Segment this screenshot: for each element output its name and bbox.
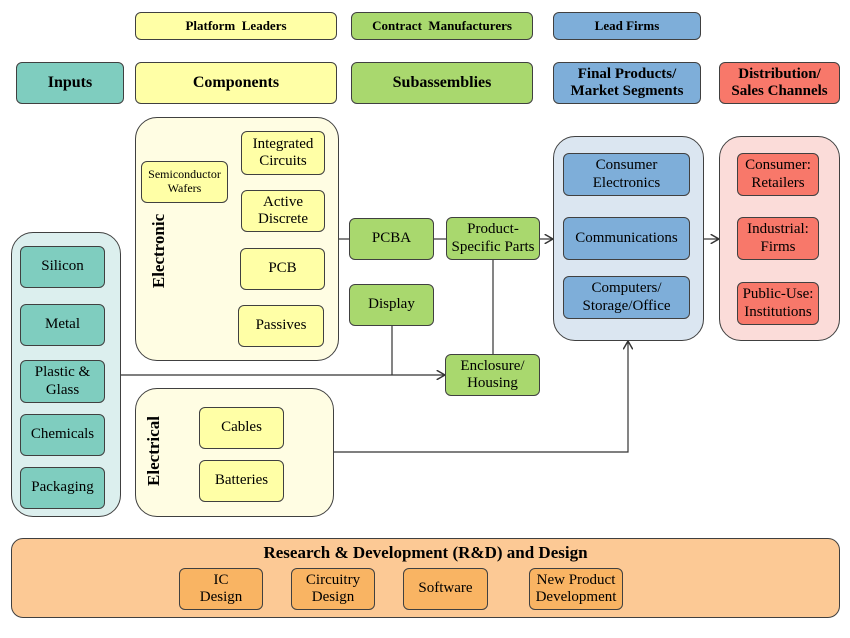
header-final-products-line1: Final Products/ — [577, 65, 677, 82]
public-use-line1: Public-Use: — [742, 286, 814, 303]
computers-line2: Storage/Office — [582, 297, 671, 314]
enclosure-line2: Housing — [467, 375, 518, 391]
pcb: PCB — [240, 248, 325, 290]
public-use-line2: Institutions — [744, 303, 812, 320]
input-metal: Metal — [20, 304, 105, 346]
input-chemicals: Chemicals — [20, 414, 105, 456]
consumer-electronics: Consumer Electronics — [563, 153, 690, 196]
consumer-retailers-line2: Retailers — [751, 174, 805, 191]
communications: Communications — [563, 217, 690, 260]
product-specific-parts: Product- Specific Parts — [446, 217, 540, 260]
semiconductor-wafers: Semiconductor Wafers — [141, 161, 228, 203]
input-metal-label: Metal — [45, 316, 80, 333]
semiconductor-line2: Wafers — [167, 181, 202, 195]
product-specific-line2: Specific Parts — [451, 238, 535, 255]
header-components-label: Components — [192, 73, 280, 91]
input-plastic-label: Plastic & — [34, 364, 91, 381]
rnd-circuitry-line2: Design — [311, 589, 355, 605]
integrated-circuits: Integrated Circuits — [241, 131, 325, 175]
electrical-label: Electrical — [144, 416, 163, 486]
header-distribution-line1: Distribution/ — [738, 65, 821, 82]
rnd-circuitry-design: Circuitry Design — [291, 568, 375, 610]
legend-lead-firms-label: Lead Firms — [594, 17, 660, 33]
header-distribution: Distribution/ Sales Channels — [719, 62, 840, 104]
header-inputs-label: Inputs — [47, 73, 93, 91]
active-line2: Discrete — [258, 211, 308, 227]
input-silicon-label: Silicon — [41, 258, 84, 275]
legend-contract-manufacturers-label: Contract Manufacturers — [372, 17, 512, 33]
rnd-npd-line1: New Product — [536, 571, 616, 588]
rnd-software-label: Software — [418, 580, 473, 597]
industrial-firms-line2: Firms — [760, 238, 796, 255]
active-discrete: Active Discrete — [241, 190, 325, 232]
rnd-circuitry-line1: Circuitry — [305, 571, 361, 588]
batteries: Batteries — [199, 460, 284, 502]
pcba-label: PCBA — [371, 230, 412, 247]
header-distribution-line2: Sales Channels — [731, 83, 828, 99]
rnd-new-product-development: New Product Development — [529, 568, 623, 610]
batteries-label: Batteries — [214, 472, 269, 489]
consumer-retailers: Consumer: Retailers — [737, 153, 819, 196]
rnd-title: Research & Development (R&D) and Design — [263, 543, 588, 562]
pcb-label: PCB — [268, 260, 297, 277]
communications-label: Communications — [575, 229, 678, 246]
rnd-npd-line2: Development — [535, 589, 617, 605]
computers-storage-office: Computers/ Storage/Office — [563, 276, 690, 319]
pcba: PCBA — [349, 218, 434, 260]
passives-label: Passives — [255, 317, 307, 334]
header-subassemblies-label: Subassemblies — [392, 73, 492, 91]
enclosure-housing: Enclosure/ Housing — [445, 354, 540, 396]
header-subassemblies: Subassemblies — [351, 62, 533, 104]
header-components: Components — [135, 62, 337, 104]
legend-platform-leaders-label: Platform Leaders — [185, 17, 287, 33]
consumer-electronics-line2: Electronics — [592, 174, 661, 191]
header-final-products: Final Products/ Market Segments — [553, 62, 701, 104]
rnd-ic-line2: Design — [199, 589, 243, 605]
industrial-firms-line1: Industrial: — [747, 221, 809, 238]
active-line1: Active — [263, 193, 303, 210]
input-silicon: Silicon — [20, 246, 105, 288]
display-label: Display — [368, 296, 415, 313]
computers-line1: Computers/ — [591, 280, 662, 297]
legend-contract-manufacturers: Contract Manufacturers — [351, 12, 533, 40]
input-packaging: Packaging — [20, 467, 105, 509]
cables-label: Cables — [221, 419, 262, 436]
rnd-ic-design: IC Design — [179, 568, 263, 610]
cables: Cables — [199, 407, 284, 449]
enclosure-line1: Enclosure/ — [460, 357, 525, 374]
ic-line2: Circuits — [259, 153, 307, 169]
rnd-software: Software — [403, 568, 488, 610]
legend-lead-firms: Lead Firms — [553, 12, 701, 40]
semiconductor-line1: Semiconductor — [148, 167, 221, 182]
ic-line1: Integrated — [252, 135, 314, 152]
product-specific-line1: Product- — [467, 221, 519, 238]
header-inputs: Inputs — [16, 62, 124, 104]
consumer-electronics-line1: Consumer — [595, 157, 658, 174]
electronic-label: Electronic — [149, 213, 168, 289]
public-use-institutions: Public-Use: Institutions — [737, 282, 819, 325]
input-plastic-glass: Plastic & Glass — [20, 360, 105, 403]
display: Display — [349, 284, 434, 326]
input-packaging-label: Packaging — [31, 479, 94, 496]
legend-platform-leaders: Platform Leaders — [135, 12, 337, 40]
input-chemicals-label: Chemicals — [30, 426, 95, 443]
consumer-retailers-line1: Consumer: — [745, 157, 811, 174]
industrial-firms: Industrial: Firms — [737, 217, 819, 260]
passives: Passives — [238, 305, 324, 347]
line-electrical-final — [334, 341, 628, 453]
rnd-ic-line1: IC — [213, 571, 229, 588]
input-glass-label: Glass — [45, 381, 80, 398]
header-final-products-line2: Market Segments — [570, 83, 684, 99]
